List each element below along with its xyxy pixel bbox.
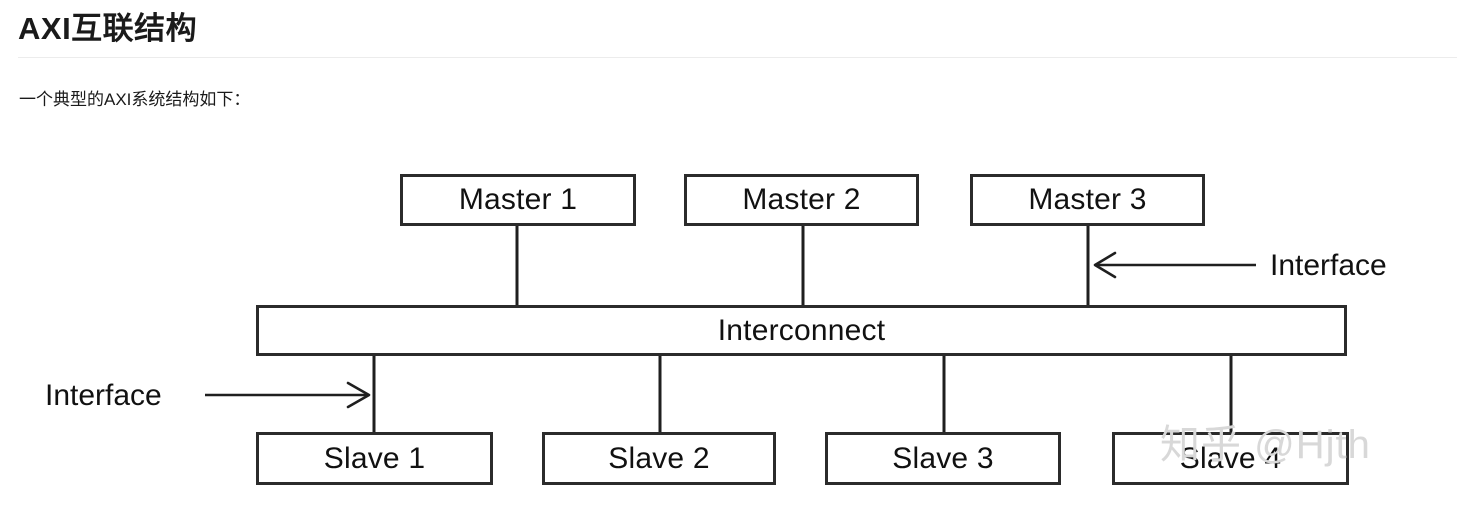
heading-divider (18, 57, 1457, 58)
interface-arrow-left (205, 381, 371, 409)
node-slave-3[interactable]: Slave 3 (825, 432, 1061, 485)
node-master-1-label: Master 1 (458, 183, 578, 216)
intro-paragraph: 一个典型的AXI系统结构如下： (19, 90, 251, 109)
node-slave-2[interactable]: Slave 2 (542, 432, 776, 485)
node-master-1[interactable]: Master 1 (400, 174, 636, 226)
node-master-2-label: Master 2 (742, 183, 861, 216)
page-title: AXI互联结构 (18, 11, 198, 46)
node-interconnect[interactable]: Interconnect (256, 305, 1347, 356)
annotation-interface-left: Interface (45, 379, 162, 412)
node-slave-3-label: Slave 3 (892, 441, 994, 475)
node-interconnect-label: Interconnect (717, 313, 886, 347)
node-master-2[interactable]: Master 2 (684, 174, 919, 226)
axi-interconnect-diagram: Master 1 Master 2 Master 3 Interconnect … (0, 130, 1457, 515)
node-slave-1-label: Slave 1 (323, 441, 426, 475)
node-slave-1[interactable]: Slave 1 (256, 432, 493, 485)
interface-arrow-right (1093, 251, 1256, 279)
node-slave-4[interactable]: Slave 4 (1112, 432, 1349, 485)
node-slave-2-label: Slave 2 (608, 441, 710, 475)
node-master-3[interactable]: Master 3 (970, 174, 1205, 226)
node-master-3-label: Master 3 (1028, 183, 1147, 216)
node-slave-4-label: Slave 4 (1179, 441, 1282, 475)
diagram-connectors-layer (205, 226, 1256, 432)
annotation-interface-right: Interface (1270, 249, 1387, 282)
